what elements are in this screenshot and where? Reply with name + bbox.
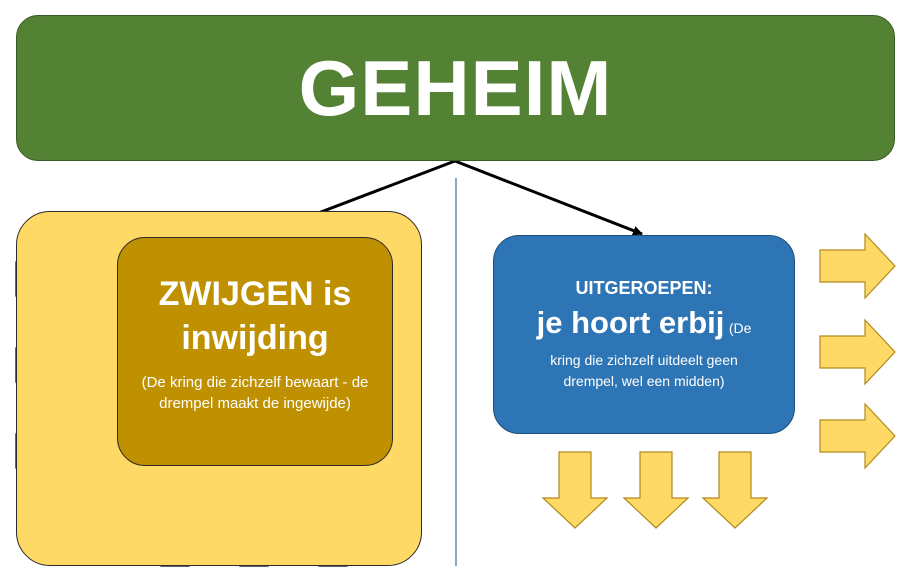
uitgeroepen-subtitle: kring die zichzelf uitdeelt geen drempel…: [550, 352, 738, 389]
outgoing-arrow-down-1-icon: [541, 451, 609, 529]
uitgeroepen-box: UITGEROEPEN: je hoort erbij (De kring di…: [493, 235, 795, 434]
outgoing-arrow-down-2-icon: [622, 451, 690, 529]
zwijgen-inner-box: ZWIJGEN is inwijding (De kring die zichz…: [117, 237, 393, 466]
zwijgen-title: ZWIJGEN is inwijding: [158, 275, 352, 357]
uitgeroepen-title: je hoort erbij: [536, 305, 725, 340]
connector-arrow-right: [454, 159, 643, 236]
outgoing-arrow-right-3-icon: [819, 402, 896, 470]
outgoing-arrow-down-3-icon: [701, 451, 769, 529]
outgoing-arrow-right-2-icon: [819, 318, 896, 386]
outgoing-arrow-right-1-icon: [819, 232, 896, 300]
uitgeroepen-title-line: je hoort erbij (De: [494, 306, 794, 346]
geheim-box: GEHEIM: [16, 15, 895, 161]
uitgeroepen-heading: UITGEROEPEN:: [575, 278, 713, 298]
uitgeroepen-subtitle-start: (De: [728, 320, 752, 336]
geheim-title: GEHEIM: [298, 43, 613, 132]
zwijgen-subtitle: (De kring die zichzelf bewaart - de drem…: [141, 374, 369, 412]
